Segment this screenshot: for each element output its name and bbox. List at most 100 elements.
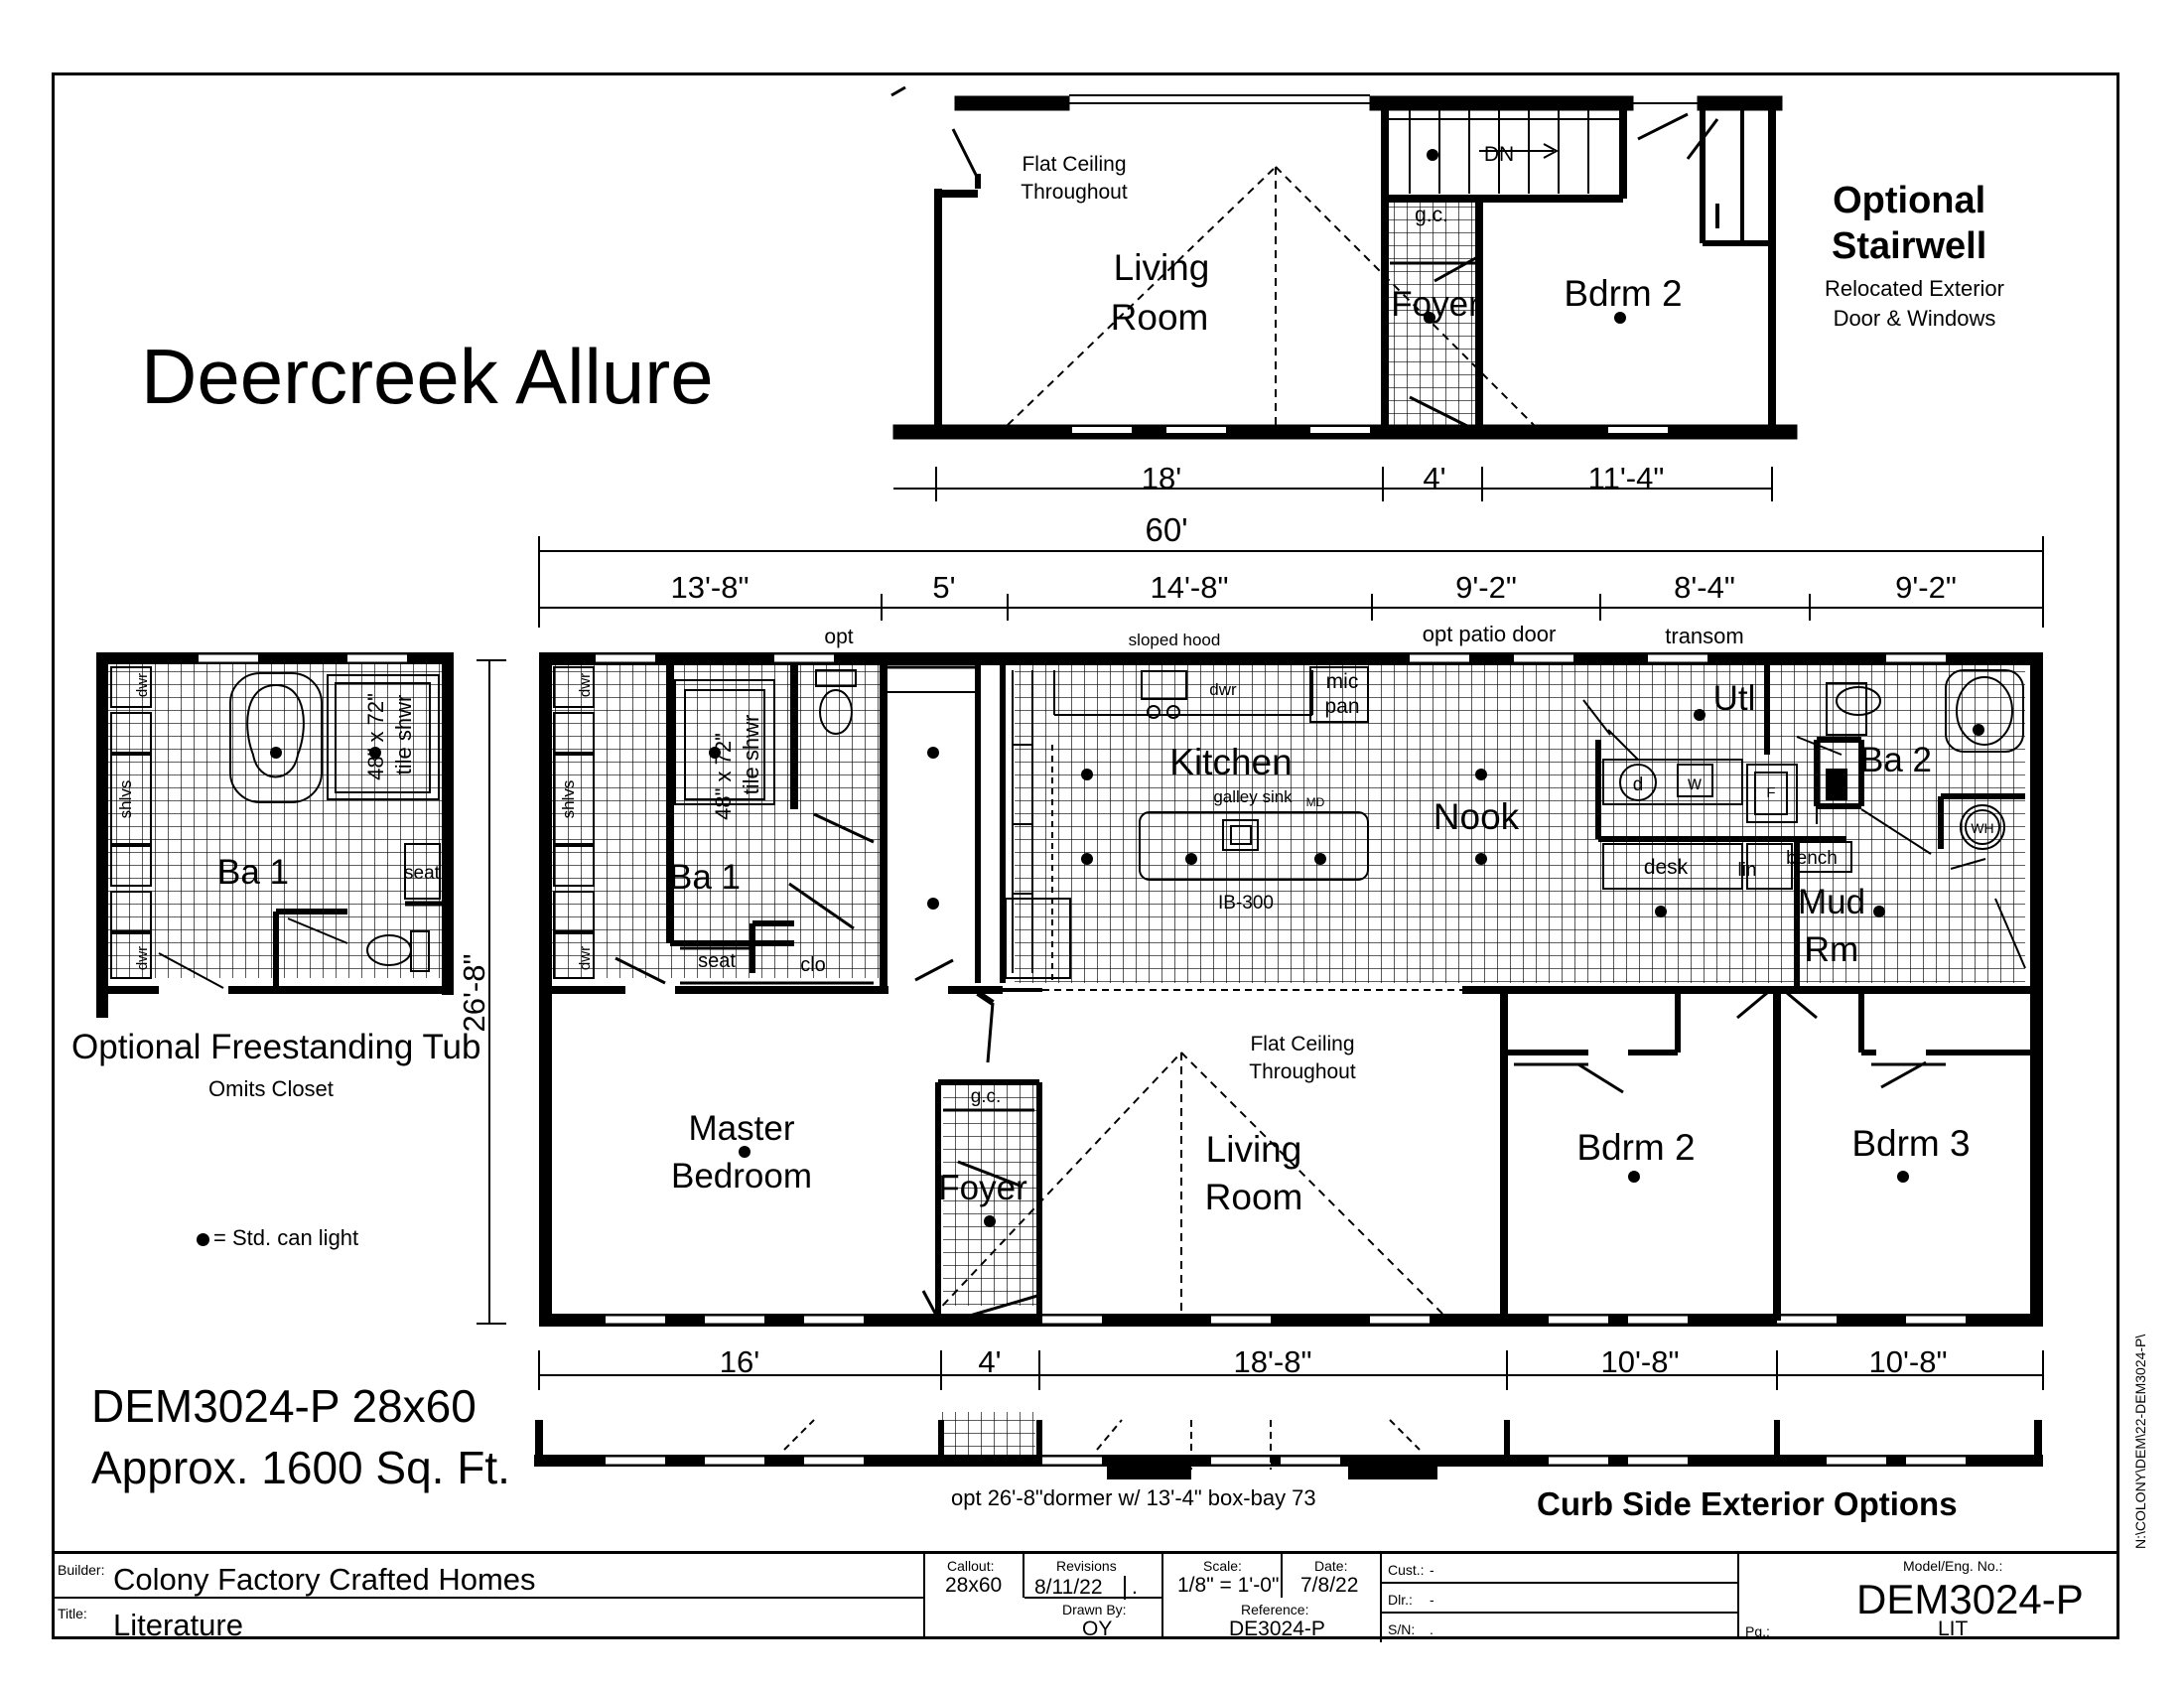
optional-stairwell-subtitle: Relocated Exterior Door & Windows xyxy=(1825,274,2004,333)
seat-opt-label: seat xyxy=(404,863,441,884)
bdrm2-top-label: Bdrm 2 xyxy=(1564,273,1682,314)
drawn-value: OY xyxy=(1082,1618,1113,1640)
lin-label: lin xyxy=(1737,860,1756,881)
foyer-label: Foyer xyxy=(938,1169,1027,1207)
callout-label: Callout: xyxy=(947,1558,995,1574)
builder-value: Colony Factory Crafted Homes xyxy=(113,1562,536,1597)
optional-stairwell-sub-1: Relocated Exterior xyxy=(1825,276,2004,301)
file-path-note: N:\COLONY\DEM\22-DEM3024-P\ xyxy=(2132,1334,2148,1549)
kitchen-label: Kitchen xyxy=(1169,742,1292,782)
washer-label: w xyxy=(1687,774,1702,794)
water-heater-label: WH xyxy=(1971,820,1993,836)
shlvs-1: shlvs xyxy=(559,780,578,819)
sloped-hood-label: sloped hood xyxy=(1129,631,1221,649)
model-line-2: Approx. 1600 Sq. Ft. xyxy=(91,1442,510,1494)
ba1-opt-label: Ba 1 xyxy=(217,853,289,892)
dim-upper-2: 5' xyxy=(932,570,955,605)
dim-top-2: 4' xyxy=(1423,461,1445,495)
legend: = Std. can light xyxy=(197,1227,358,1249)
dim-lower-4: 10'-8" xyxy=(1601,1344,1680,1379)
shower-label-2: tile shwr xyxy=(739,715,763,795)
sn-label: S/N: xyxy=(1388,1621,1416,1637)
dwr-kitchen-label: dwr xyxy=(1209,680,1237,699)
customer-cell: Cust.: - Dlr.: - S/N: . xyxy=(1382,1554,1739,1639)
ba1-label: Ba 1 xyxy=(669,858,741,897)
shower-opt-label-1: 48" x 72" xyxy=(363,693,388,780)
reference-label: Reference: xyxy=(1241,1602,1309,1618)
model-info: DEM3024-P 28x60 Approx. 1600 Sq. Ft. xyxy=(91,1375,510,1498)
dlr-value: - xyxy=(1430,1592,1434,1608)
dim-upper-1: 13'-8" xyxy=(671,570,750,605)
builder-label: Builder: xyxy=(58,1562,105,1578)
dim-top-1: 18' xyxy=(1142,461,1181,495)
model-no-label: Model/Eng. No.: xyxy=(1903,1558,2003,1574)
dim-upper-3: 14'-8" xyxy=(1151,570,1229,605)
furnace-label: F xyxy=(1766,784,1775,801)
dwr-2: dwr xyxy=(577,946,594,970)
can-lights xyxy=(270,149,1984,1227)
lit-value: LIT xyxy=(1938,1618,1969,1640)
optional-tub-subtitle: Omits Closet xyxy=(208,1076,334,1101)
revisions-cell: Revisions 8/11/22 . Drawn By: OY xyxy=(1024,1554,1163,1640)
dim-upper-5: 8'-4" xyxy=(1674,570,1735,605)
title-value: Literature xyxy=(113,1608,243,1642)
dim-upper-6: 9'-2" xyxy=(1895,570,1957,605)
bdrm2-label: Bdrm 2 xyxy=(1576,1127,1695,1168)
lower-dimension-lines xyxy=(538,1350,2044,1390)
optional-stairwell-plan xyxy=(890,85,1798,440)
bench-label: bench xyxy=(1786,848,1838,869)
tile-floor-areas xyxy=(99,199,2025,1462)
dim-upper-4: 9'-2" xyxy=(1455,570,1517,605)
dwr-1: dwr xyxy=(577,673,594,697)
curb-side-title: Curb Side Exterior Options xyxy=(1537,1485,1958,1522)
utl-label: Utl xyxy=(1713,679,1756,718)
living-top-1: Living xyxy=(1114,247,1210,288)
date-label: Date: xyxy=(1314,1558,1348,1574)
title-block: Builder: Colony Factory Crafted Homes Ti… xyxy=(52,1551,2119,1642)
pg-label: Pg.: xyxy=(1745,1623,1770,1639)
shower-opt-label-2: tile shwr xyxy=(391,695,416,775)
ba2-label: Ba 2 xyxy=(1860,741,1932,779)
plan-title: Deercreek Allure xyxy=(141,333,714,420)
optional-stairwell-title: Optional Stairwell xyxy=(1832,179,1986,269)
optional-stairwell-title-2: Stairwell xyxy=(1832,224,1987,267)
dim-lower-5: 10'-8" xyxy=(1869,1344,1948,1379)
living-label-1: Living xyxy=(1206,1129,1302,1170)
dim-top-3: 11'-4" xyxy=(1588,461,1665,495)
dim-overall: 60' xyxy=(1145,511,1187,548)
optional-tub-title: Optional Freestanding Tub xyxy=(71,1028,481,1066)
desk-label: desk xyxy=(1644,856,1689,879)
gc-label: g.c. xyxy=(971,1086,1002,1107)
room-labels: Flat Ceiling Throughout Living Room Foye… xyxy=(217,143,1994,1379)
reference-cell: Reference: DE3024-P xyxy=(1163,1598,1382,1642)
top-dimension-lines xyxy=(893,467,1773,501)
mud-label-2: Rm xyxy=(1805,930,1858,969)
date-cell: Date: 7/8/22 xyxy=(1283,1554,1382,1598)
flat-ceiling-top-1: Flat Ceiling xyxy=(1022,153,1126,176)
dwr-4: dwr xyxy=(134,946,151,970)
reference-value: DE3024-P xyxy=(1229,1618,1325,1640)
rotated-labels: 26'-8" 48" x 72" tile shwr 48" x 72" til… xyxy=(116,673,763,1033)
optional-stairwell-sub-2: Door & Windows xyxy=(1833,305,1996,331)
ib300-label: IB-300 xyxy=(1218,893,1274,914)
can-light-icon xyxy=(197,1232,209,1246)
date-value: 7/8/22 xyxy=(1300,1574,1359,1597)
dn-label: DN xyxy=(1484,143,1514,166)
mud-label-1: Mud xyxy=(1798,883,1865,921)
legend-text: = Std. can light xyxy=(213,1225,359,1250)
scale-value: 1/8" = 1'-0" xyxy=(1177,1574,1280,1597)
dim-lower-3: 18'-8" xyxy=(1234,1344,1312,1379)
dryer-label: d xyxy=(1633,774,1644,795)
opt-patio-label: opt patio door xyxy=(1423,622,1557,646)
master-label-2: Bedroom xyxy=(671,1157,812,1196)
dim-lower-1: 16' xyxy=(720,1344,759,1379)
revisions-label: Revisions xyxy=(1056,1558,1117,1574)
optional-stairwell-title-1: Optional xyxy=(1833,180,1986,221)
model-no-value: DEM3024-P xyxy=(1856,1576,2084,1622)
galley-sink-label: galley sink xyxy=(1213,787,1293,806)
master-label-1: Master xyxy=(689,1109,795,1148)
gc-top-label: g.c. xyxy=(1415,204,1448,226)
dwr-3: dwr xyxy=(134,673,151,697)
cust-label: Cust.: xyxy=(1388,1562,1425,1578)
